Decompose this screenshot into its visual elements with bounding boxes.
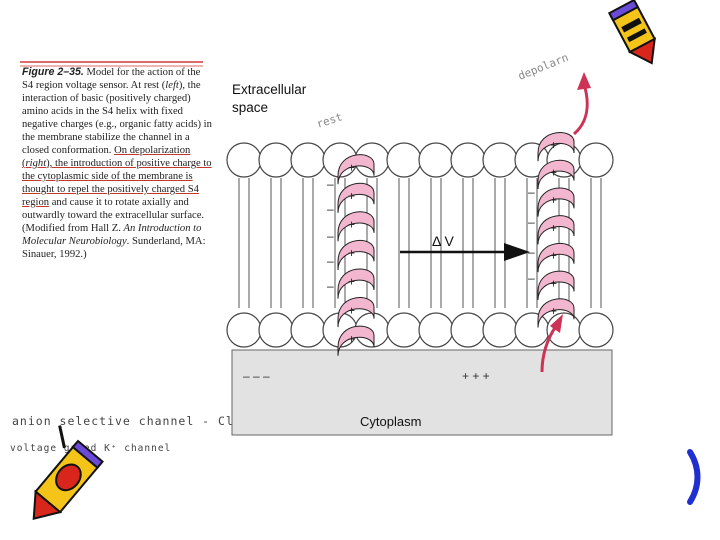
caption-underline-1: On depolarization ( <box>22 145 191 169</box>
helix-coil <box>537 270 575 300</box>
figure-caption: Figure 2–35. Model for the action of the… <box>22 66 214 261</box>
lipid-head <box>386 142 422 178</box>
helix-plus-charge: + <box>550 193 557 207</box>
blue-parenthesis-mark <box>687 449 701 505</box>
extracellular-label-line-2: space <box>232 100 268 115</box>
helix-coil <box>537 187 575 217</box>
fixed-negative-charge: – <box>528 245 535 259</box>
helix-plus-charge: + <box>550 138 557 152</box>
fixed-negative-charge: – <box>327 254 334 268</box>
helix-depolarized: + + + + + + + <box>537 132 575 328</box>
fixed-negative-charge: – <box>528 185 535 199</box>
lipid-head <box>258 142 294 178</box>
fixed-negative-charge: – <box>327 229 334 243</box>
lipid-head <box>578 312 614 348</box>
helix-plus-charge: + <box>550 304 557 318</box>
caption-text-2: ), the interaction of basic (positively … <box>22 80 212 156</box>
lipid-head <box>482 312 518 348</box>
rotation-arrow-top <box>572 83 589 136</box>
helix-resting: + + + + + + + <box>337 154 375 356</box>
helix-plus-charge: + <box>550 166 557 180</box>
caption-book-title: An Introduction to Molecular Neurobiolog… <box>22 223 202 247</box>
lipid-head <box>226 142 262 178</box>
handwriting-line-2: voltage gated K⁺ channel <box>10 443 172 454</box>
lipid-head <box>386 312 422 348</box>
lipid-head <box>450 142 486 178</box>
helix-plus-charge: + <box>550 249 557 263</box>
pencil-clipart-bottom-icon <box>32 425 104 521</box>
rotation-arrow-bottom <box>540 325 558 373</box>
fixed-negative-charge: – <box>327 177 334 191</box>
lipid-head <box>258 312 294 348</box>
lipid-head <box>418 142 454 178</box>
helix-plus-charge: + <box>348 303 355 317</box>
pencil-clipart-top-icon <box>607 0 657 65</box>
caption-text-1: Model for the action of the S4 region vo… <box>22 67 201 91</box>
membrane-charges: – – – – – – – – – <box>327 177 535 293</box>
extracellular-label-line-1: Extracellular <box>232 82 307 97</box>
helix-plus-charge: + <box>550 276 557 290</box>
helix-coil <box>337 154 375 185</box>
s4-helices: + + + + + + + + + + + + + + <box>337 132 575 356</box>
lipid-head <box>290 142 326 178</box>
depolarization-handwritten-note: depolarn <box>516 51 570 83</box>
cytoplasm-plus-row: + + + <box>462 369 490 383</box>
helix-coil <box>337 268 375 299</box>
helix-coil <box>537 242 575 273</box>
helix-coil <box>537 159 575 189</box>
cytoplasm-minus-row: – – – <box>243 369 270 383</box>
lipid-head <box>482 142 518 178</box>
fixed-negative-charge: – <box>528 215 535 229</box>
fixed-negative-charge: – <box>327 279 334 293</box>
rest-handwritten-note: rest <box>315 110 344 131</box>
helix-coil <box>337 211 375 242</box>
helix-plus-charge: + <box>550 221 557 235</box>
helix-coil <box>337 297 375 328</box>
fixed-negative-charge: – <box>528 271 535 285</box>
lipid-bilayer <box>226 142 614 348</box>
helix-plus-charge: + <box>348 189 355 203</box>
helix-plus-charge: + <box>348 218 355 232</box>
helix-coil <box>337 239 375 271</box>
delta-v-arrow-head <box>504 243 530 261</box>
helix-plus-charge: + <box>348 275 355 289</box>
cytoplasm-label: Cytoplasm <box>360 414 421 429</box>
caption-underline-2: ), the introduction of positive charge t… <box>22 158 212 208</box>
lipid-head <box>514 312 550 348</box>
rotation-arrow-top-head <box>577 72 591 90</box>
fixed-negative-charge: – <box>327 202 334 216</box>
lipid-head <box>418 312 454 348</box>
lipid-head <box>578 142 614 178</box>
lipid-head <box>226 312 262 348</box>
caption-left-word: left <box>165 80 179 91</box>
cytoplasm-region <box>231 349 613 436</box>
caption-text-4: . Sunderland, MA: Sinauer, 1992.) <box>22 236 206 260</box>
caption-text-3: and cause it to rotate axially and outwa… <box>22 197 205 234</box>
helix-plus-charge: + <box>348 160 355 174</box>
helix-plus-charge: + <box>348 332 355 346</box>
helix-coil <box>337 182 375 213</box>
lipid-head <box>450 312 486 348</box>
caption-right-word: right <box>25 158 47 169</box>
delta-v-label: Δ V <box>432 233 454 249</box>
lipid-head <box>290 312 326 348</box>
rotation-arrow-bottom-head <box>550 314 563 333</box>
helix-plus-charge: + <box>348 246 355 260</box>
figure-label: Figure 2–35. <box>22 66 84 78</box>
handwriting-line-1: anion selective channel - Cl⁻ <box>12 414 242 428</box>
